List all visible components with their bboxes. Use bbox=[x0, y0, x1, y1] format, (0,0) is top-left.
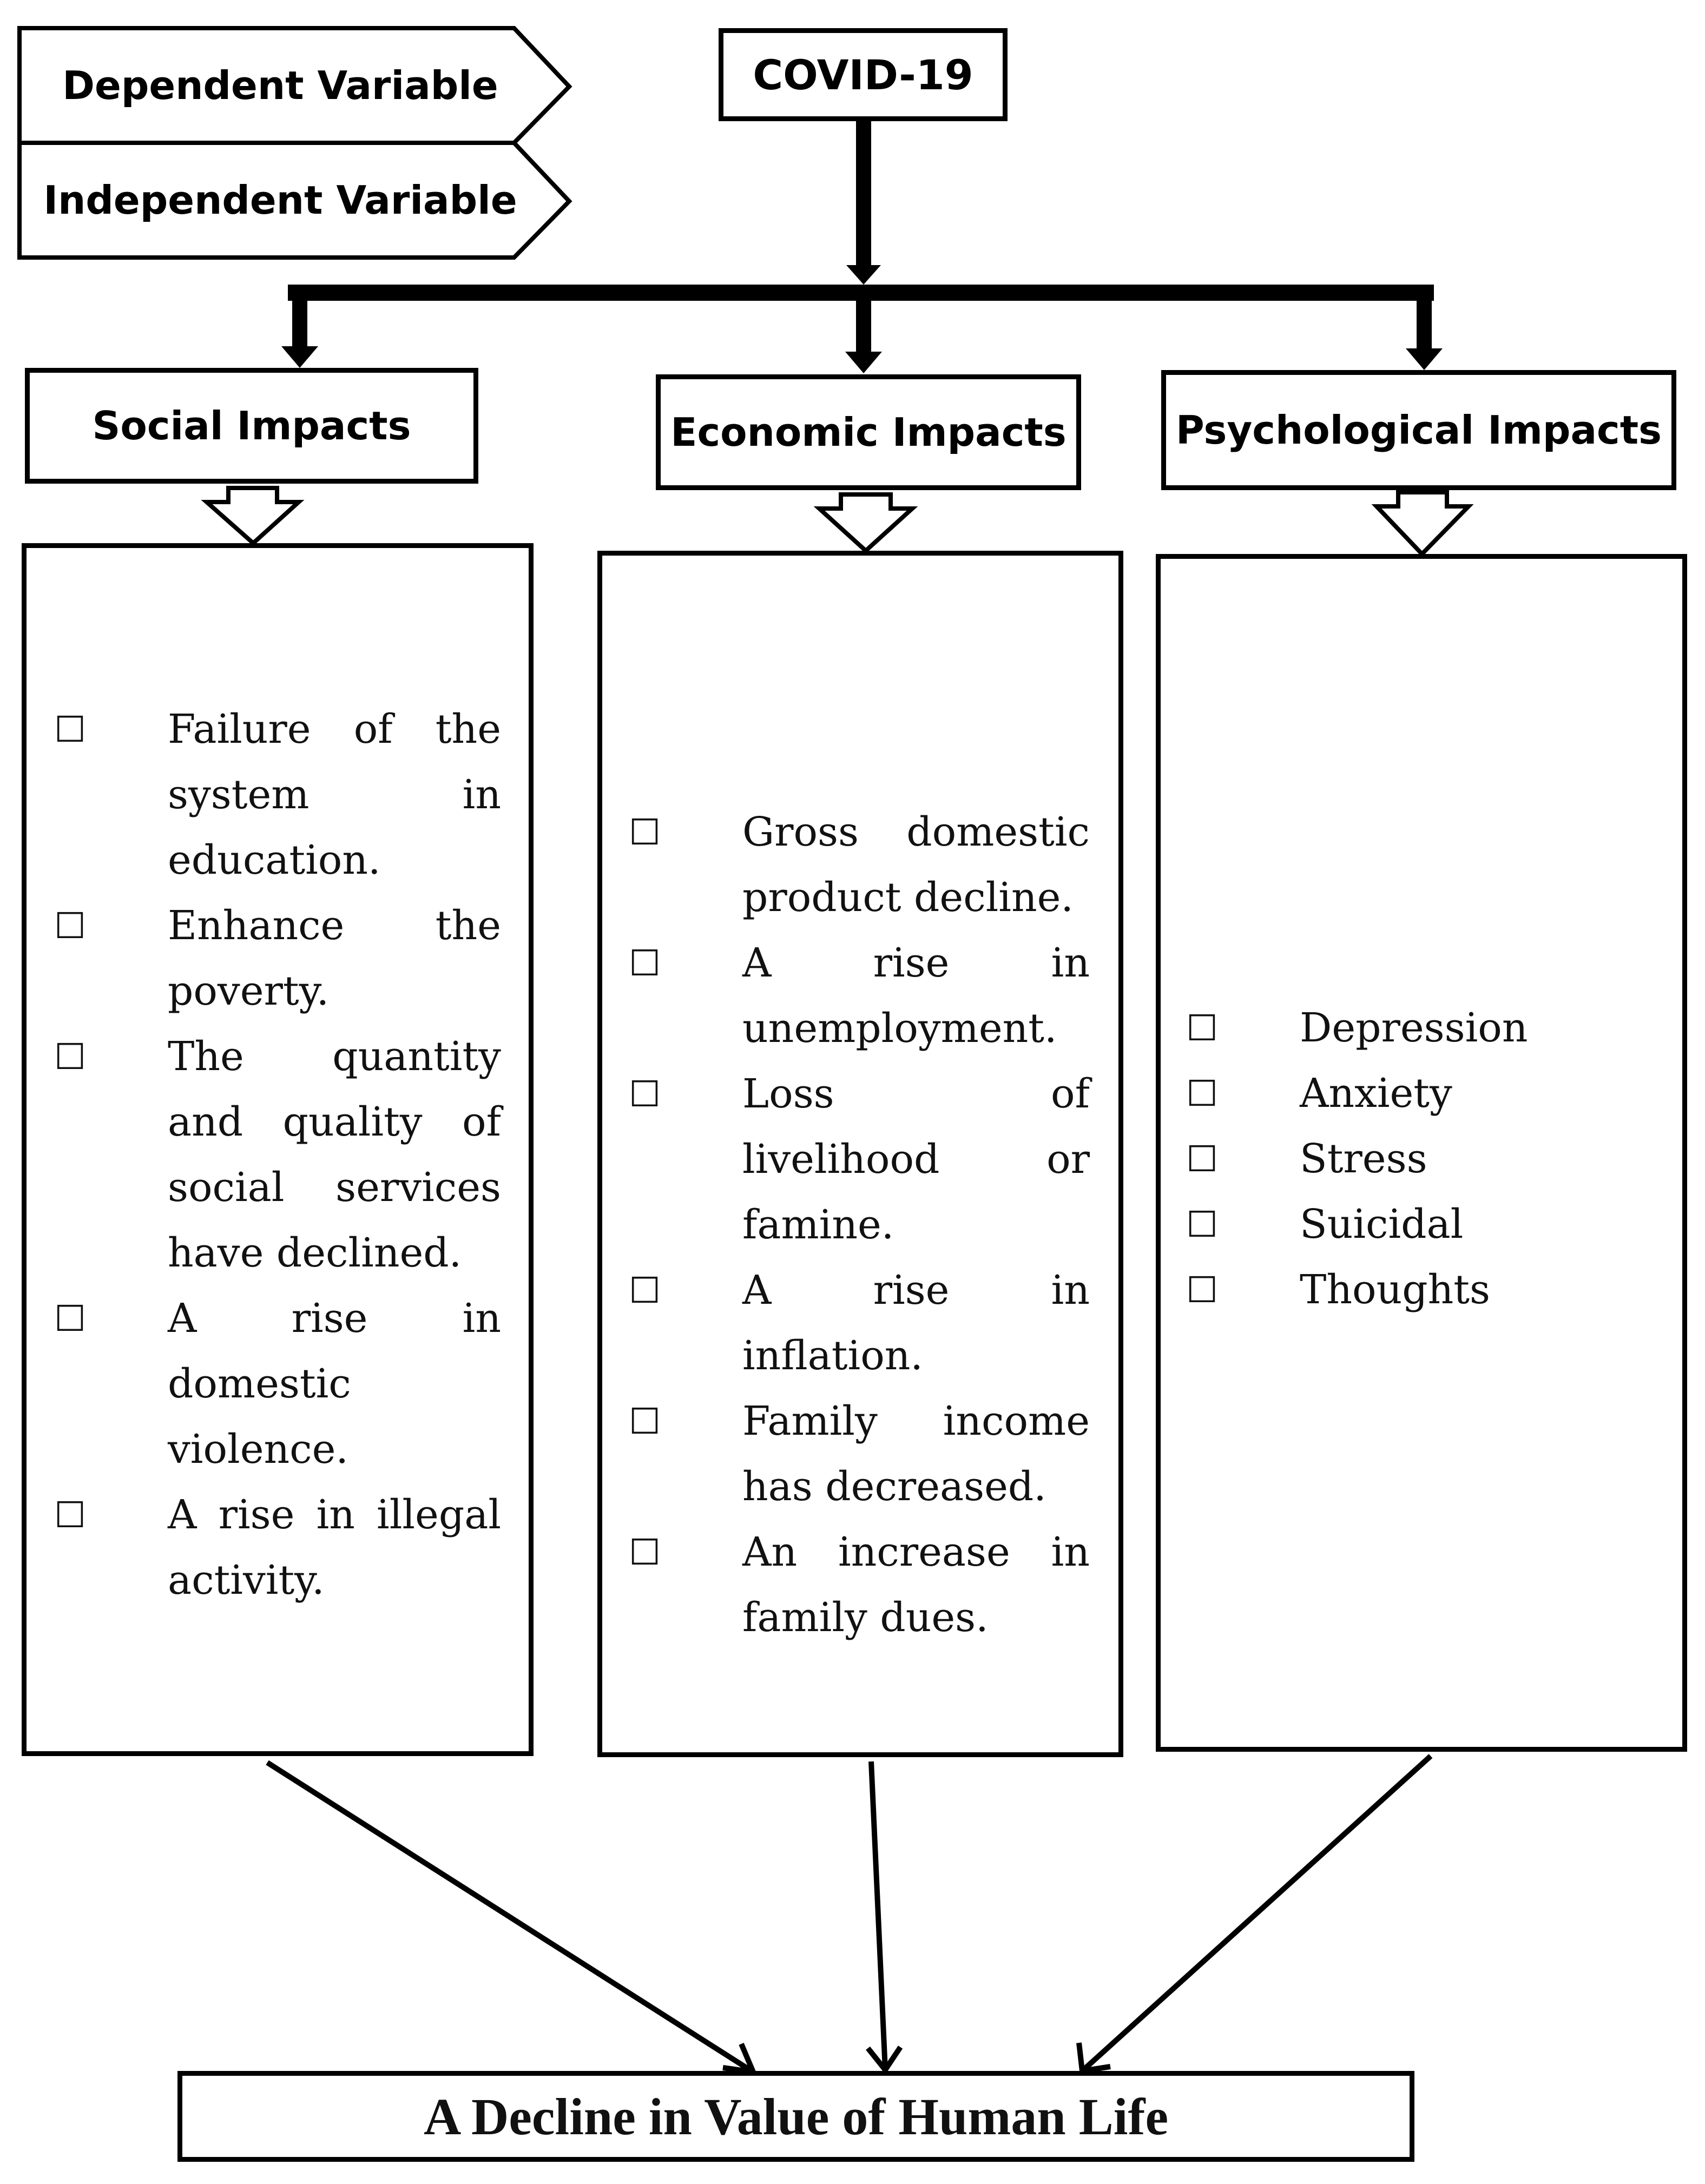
checkbox-icon: ☐ bbox=[629, 1073, 661, 1115]
legend-tag-dependent-shape bbox=[17, 26, 572, 145]
root-label: COVID-19 bbox=[753, 50, 973, 99]
converge-line-social bbox=[266, 1760, 755, 2075]
impact-text: Stress bbox=[1300, 1136, 1427, 1182]
impact-text: A rise in unemployment. bbox=[742, 940, 1090, 1052]
category-header-psychological bbox=[1161, 370, 1676, 490]
category-title-psychological: Psychological Impacts bbox=[1176, 407, 1662, 453]
impact-text: Failure of the system in education. bbox=[168, 706, 501, 883]
impact-list-psychological: ☐ Depression ☐ Anxiety ☐ Stress ☐ Suicid… bbox=[1186, 995, 1651, 1323]
impact-text: An increase in family dues. bbox=[742, 1529, 1090, 1641]
branch-drop-social bbox=[292, 301, 307, 349]
category-header-social bbox=[25, 368, 478, 484]
root-stem bbox=[856, 118, 871, 268]
impact-list-social: ☐ Failure of the system in education. ☐ … bbox=[54, 697, 501, 1613]
checkbox-icon: ☐ bbox=[629, 1270, 661, 1311]
branch-arrowhead-psychological bbox=[1406, 348, 1443, 370]
checkbox-icon: ☐ bbox=[629, 1532, 661, 1573]
category-box-economic bbox=[597, 551, 1123, 1757]
checkbox-icon: ☐ bbox=[1186, 1073, 1219, 1114]
category-title-social: Social Impacts bbox=[92, 403, 411, 448]
category-box-social bbox=[22, 543, 534, 1756]
impact-text: Family income has decreased. bbox=[742, 1398, 1090, 1510]
branch-arrowhead-economic bbox=[845, 352, 882, 373]
outcome-label: A Decline in Value of Human Life bbox=[423, 2087, 1169, 2146]
category-title-economic: Economic Impacts bbox=[670, 410, 1067, 455]
branch-arrowhead-social bbox=[281, 346, 318, 368]
branch-bus bbox=[288, 285, 1434, 301]
checkbox-icon: ☐ bbox=[629, 1401, 661, 1442]
impact-item: ☐ Enhance the poverty. bbox=[54, 893, 501, 1024]
impact-item: ☐ A rise in domestic violence. bbox=[54, 1286, 501, 1482]
impact-list-economic: ☐ Gross domestic product decline. ☐ A ri… bbox=[629, 800, 1090, 1651]
impact-item: ☐ Stress bbox=[1186, 1126, 1651, 1192]
impact-item: ☐ A rise in illegal activity. bbox=[54, 1482, 501, 1613]
impact-text: Gross domestic product decline. bbox=[742, 809, 1090, 921]
impact-text: A rise in domestic violence. bbox=[168, 1295, 501, 1473]
impact-text: Anxiety bbox=[1300, 1070, 1452, 1117]
hollow-arrow-social bbox=[201, 486, 305, 546]
checkbox-icon: ☐ bbox=[54, 1298, 87, 1340]
impact-item: ☐ Gross domestic product decline. bbox=[629, 800, 1090, 931]
checkbox-icon: ☐ bbox=[629, 942, 661, 984]
impact-item: ☐ Thoughts bbox=[1186, 1257, 1651, 1323]
hollow-arrow-psychological bbox=[1371, 490, 1474, 557]
impact-item: ☐ An increase in family dues. bbox=[629, 1520, 1090, 1651]
hollow-arrow-economic bbox=[813, 492, 918, 554]
impact-item: ☐ A rise in unemployment. bbox=[629, 931, 1090, 1061]
outcome-node bbox=[177, 2071, 1414, 2162]
impact-text: A rise in inflation. bbox=[742, 1267, 1090, 1379]
checkbox-icon: ☐ bbox=[54, 1494, 87, 1536]
checkbox-icon: ☐ bbox=[54, 905, 87, 947]
converge-line-psychological bbox=[1080, 1754, 1433, 2073]
branch-drop-psychological bbox=[1417, 301, 1432, 351]
impact-text: Suicidal bbox=[1300, 1201, 1464, 1248]
impact-text: Depression bbox=[1300, 1005, 1528, 1051]
impact-item: ☐ A rise in inflation. bbox=[629, 1258, 1090, 1389]
impact-text: Loss of livelihood or famine. bbox=[742, 1071, 1090, 1248]
converge-head-economic bbox=[866, 2046, 903, 2075]
category-box-psychological bbox=[1156, 554, 1687, 1752]
checkbox-icon: ☐ bbox=[1186, 1007, 1219, 1049]
impact-text: Thoughts bbox=[1300, 1266, 1490, 1313]
checkbox-icon: ☐ bbox=[54, 1036, 87, 1078]
impact-item: ☐ Depression bbox=[1186, 995, 1651, 1061]
impact-item: ☐ The quantity and quality of social ser… bbox=[54, 1024, 501, 1286]
impact-text: The quantity and quality of social servi… bbox=[168, 1033, 501, 1276]
checkbox-icon: ☐ bbox=[1186, 1204, 1219, 1245]
root-arrowhead bbox=[846, 265, 881, 285]
checkbox-icon: ☐ bbox=[54, 709, 87, 750]
converge-line-economic bbox=[868, 1761, 888, 2070]
root-node bbox=[719, 28, 1008, 121]
impact-item: ☐ Family income has decreased. bbox=[629, 1389, 1090, 1520]
impact-text: Enhance the poverty. bbox=[168, 902, 501, 1014]
legend-tag-independent-shape bbox=[17, 141, 572, 260]
impact-item: ☐ Suicidal bbox=[1186, 1192, 1651, 1257]
category-header-economic bbox=[656, 374, 1081, 490]
branch-drop-economic bbox=[856, 301, 871, 355]
impact-text: A rise in illegal activity. bbox=[168, 1492, 501, 1604]
checkbox-icon: ☐ bbox=[1186, 1269, 1219, 1311]
checkbox-icon: ☐ bbox=[629, 811, 661, 853]
legend-dependent-label: Dependent Variable bbox=[62, 63, 498, 108]
impact-item: ☐ Failure of the system in education. bbox=[54, 697, 501, 893]
impact-item: ☐ Anxiety bbox=[1186, 1061, 1651, 1126]
legend-independent-label: Independent Variable bbox=[43, 177, 517, 223]
impact-item: ☐ Loss of livelihood or famine. bbox=[629, 1061, 1090, 1258]
checkbox-icon: ☐ bbox=[1186, 1138, 1219, 1180]
